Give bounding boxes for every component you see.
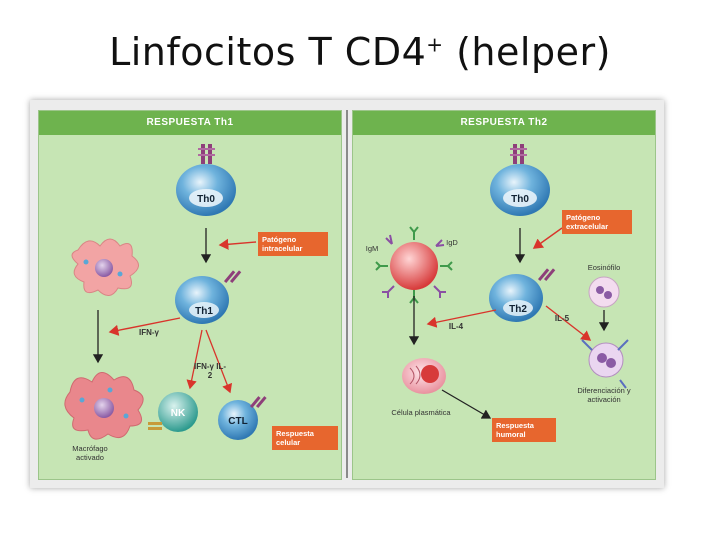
- th1-ifn-arrow: [108, 317, 181, 336]
- th2-cell-label: Th2: [509, 304, 527, 315]
- slide-title: Linfocitos T CD4+ (helper): [0, 30, 720, 74]
- th2-il4-arrow: [426, 309, 497, 328]
- th2-cell-receptor-icon: [537, 268, 556, 282]
- th2-eosinophil-label: Eosinófilo: [587, 263, 621, 272]
- th2-response-box: Respuesta humoral: [492, 418, 556, 442]
- th1-cell-label: Th1: [195, 306, 213, 317]
- th1-to-nk-arrow: [186, 329, 203, 390]
- th1-cell-receptor-icon: [223, 270, 242, 284]
- th2-igd-label: IgD: [446, 238, 458, 247]
- th1-ctl-label: CTL: [228, 416, 247, 427]
- th1-to-ctl-arrow: [205, 329, 233, 394]
- th1-ctl-receptor-icon: [249, 396, 267, 409]
- th2-plasma-cell-label: Célula plasmática: [391, 408, 451, 417]
- th1-header: RESPUESTA Th1: [39, 111, 341, 135]
- th2-il4-label: IL-4: [448, 322, 464, 331]
- th1-nk-receptor-icon: [148, 422, 162, 430]
- diagram-art: Th0 Th1 NK: [64, 144, 629, 440]
- th1-ifn-label: IFN-γ: [139, 328, 159, 337]
- th2-differentiation-label: Diferenciación y activación: [577, 386, 631, 404]
- th2-receptor-icon: [510, 144, 527, 164]
- th1-nk-cell: [158, 392, 198, 432]
- title-main: Linfocitos T CD4: [109, 30, 427, 74]
- th2-antibody-icons: [375, 226, 453, 304]
- th2-igm-label: IgM: [365, 244, 379, 253]
- panel-divider: [346, 110, 348, 478]
- th2-th0-label: Th0: [511, 194, 529, 205]
- title-suffix: (helper): [443, 30, 611, 74]
- th1-ctl-cell: [218, 400, 258, 440]
- th1-macrophage-label: Macrófago activado: [72, 444, 108, 462]
- th2-eosinophil-icon: [588, 276, 620, 308]
- th1-cytokines-label: IFN-γ IL-2: [194, 362, 226, 380]
- th2-pathogen-box: Patógeno extracelular: [562, 210, 632, 234]
- th2-il5-arrow: [545, 305, 592, 341]
- th2-il5-label: IL-5: [554, 314, 570, 323]
- title-superscript: +: [426, 32, 444, 57]
- th1-response-box: Respuesta celular: [272, 426, 338, 450]
- th2-b-cell: [390, 242, 438, 290]
- th2-humoral-arrow: [441, 389, 492, 419]
- th2-pathogen-arrow: [532, 227, 563, 249]
- th1-pathogen-arrow: [218, 238, 257, 250]
- th2-header: RESPUESTA Th2: [353, 111, 655, 135]
- diagram-figure: RESPUESTA Th1 RESPUESTA Th2: [30, 100, 664, 488]
- th1-nk-label: NK: [171, 408, 186, 419]
- th1-receptor-icon: [198, 144, 215, 164]
- th1-th0-label: Th0: [197, 194, 215, 205]
- th1-pathogen-box: Patógeno intracelular: [258, 232, 328, 256]
